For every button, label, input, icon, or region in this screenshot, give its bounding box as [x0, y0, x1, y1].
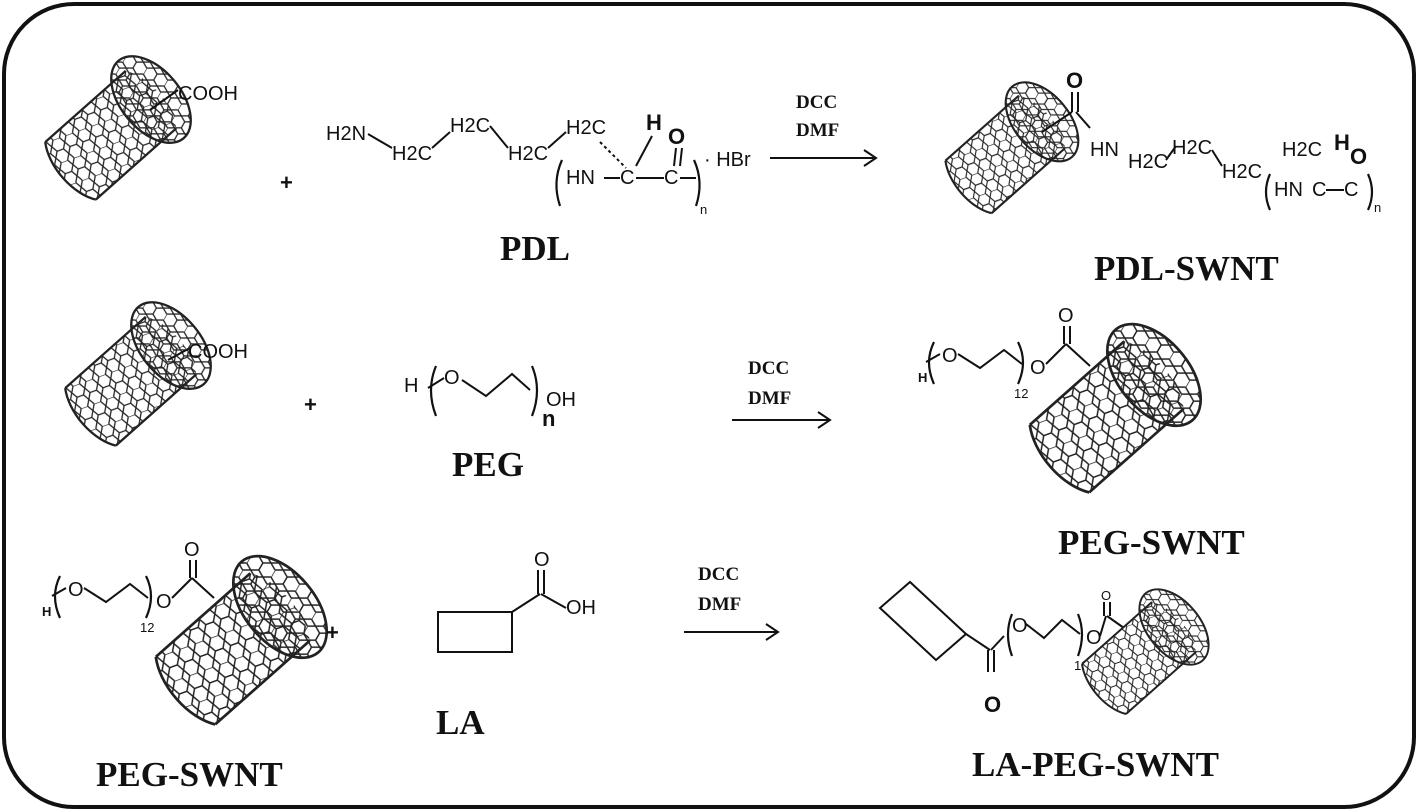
methylene-2: H2C	[450, 115, 490, 137]
pdl-label: PDL	[500, 229, 570, 268]
peg-swnt-reactant: H O 12 O O PEG-SWNT	[42, 537, 347, 794]
repeat-subscript: n	[700, 202, 707, 217]
carboxyl-swnt-1: COOH	[44, 40, 238, 201]
carbonyl-oxygen: O	[184, 539, 200, 561]
backbone-nh: HN	[1274, 179, 1303, 201]
ester-oxygen: O	[1030, 357, 1046, 379]
peg-swnt-structure: H O 12 O O PEG-SWNT	[918, 305, 1245, 562]
plus-sign: +	[326, 620, 339, 645]
methylene-1: H2C	[392, 143, 432, 165]
carbonyl-oxygen: O	[1058, 305, 1074, 327]
la-label: LA	[436, 703, 485, 742]
peg-h: H	[42, 604, 51, 619]
ether-oxygen: O	[1012, 615, 1028, 637]
carbonyl-oxygen: O	[1101, 588, 1111, 603]
carbonyl-oxygen: O	[1350, 144, 1367, 169]
carboxyl-swnt-2: COOH	[64, 286, 248, 447]
side-methylene: H2C	[566, 117, 606, 139]
reaction-arrow-1: DCC DMF	[770, 92, 878, 167]
carbonyl-carbon: C	[664, 167, 678, 189]
alpha-hydrogen: H	[1334, 130, 1350, 155]
reagent-dmf: DMF	[796, 120, 839, 141]
methylene-3: H2C	[1222, 161, 1262, 183]
cooh-group: COOH	[178, 83, 238, 105]
reagent-dmf: DMF	[748, 388, 791, 409]
amine-group: H2N	[326, 123, 366, 145]
la-peg-swnt-label: LA-PEG-SWNT	[972, 745, 1219, 784]
la-peg-swnt-structure: O O 12 O O LA-PEG-SWNT	[878, 575, 1224, 784]
cyclobutane-ring	[437, 611, 513, 653]
carbonyl-oxygen: O	[534, 549, 550, 571]
reagent-dcc: DCC	[698, 564, 739, 585]
plus-sign: +	[304, 392, 317, 417]
repeat-subscript: n	[542, 406, 555, 431]
alpha-carbon: C	[620, 167, 634, 189]
arrow-icon	[770, 149, 878, 167]
pdl-swnt-label: PDL-SWNT	[1094, 249, 1279, 288]
hydroxyl: OH	[566, 597, 596, 619]
pdl-swnt-structure: O HN H2C H2C H2C H2C H O HN C C n PDL-SW…	[944, 67, 1381, 288]
arrow-icon	[684, 623, 780, 641]
peg-swnt-label: PEG-SWNT	[96, 755, 283, 794]
pdl-structure: H2N H2C H2C H2C H2C H O HN C C n · HBr P…	[326, 110, 751, 268]
reaction-arrow-2: DCC DMF	[732, 358, 832, 429]
plus-sign: +	[280, 170, 293, 195]
methylene-3: H2C	[508, 143, 548, 165]
carbonyl-oxygen: O	[668, 124, 685, 149]
cooh-group: COOH	[188, 341, 248, 363]
repeat-count: 12	[140, 620, 154, 635]
peg-structure: H O OH n PEG	[404, 365, 576, 484]
amide-hn: HN	[1090, 139, 1119, 161]
ether-oxygen: O	[942, 345, 958, 367]
ether-oxygen: O	[444, 367, 460, 389]
carbonyl-carbon: C	[1344, 179, 1358, 201]
reagent-dcc: DCC	[796, 92, 837, 113]
methylene-1: H2C	[1128, 151, 1168, 173]
acyl-oxygen: O	[984, 692, 1001, 717]
arrow-icon	[732, 411, 832, 429]
alpha-hydrogen: H	[646, 110, 662, 135]
alpha-carbon: C	[1312, 179, 1326, 201]
reagent-dmf: DMF	[698, 594, 741, 615]
peg-swnt-label: PEG-SWNT	[1058, 523, 1245, 562]
peg-h: H	[918, 370, 927, 385]
repeat-subscript: n	[1374, 200, 1381, 215]
side-methylene: H2C	[1282, 139, 1322, 161]
ether-oxygen: O	[68, 579, 84, 601]
amide-oxygen: O	[1066, 68, 1083, 93]
ester-oxygen: O	[156, 591, 172, 613]
reagent-dcc: DCC	[748, 358, 789, 379]
hydroxyl: OH	[546, 389, 576, 411]
ester-oxygen: O	[1086, 627, 1102, 649]
peg-h: H	[404, 375, 418, 397]
hbr-salt: · HBr	[704, 149, 751, 171]
backbone-nh: HN	[566, 167, 595, 189]
methylene-2: H2C	[1172, 137, 1212, 159]
la-structure: O OH LA	[436, 549, 596, 742]
repeat-count: 12	[1014, 386, 1028, 401]
reaction-arrow-3: DCC DMF	[684, 564, 780, 641]
peg-label: PEG	[452, 445, 524, 484]
